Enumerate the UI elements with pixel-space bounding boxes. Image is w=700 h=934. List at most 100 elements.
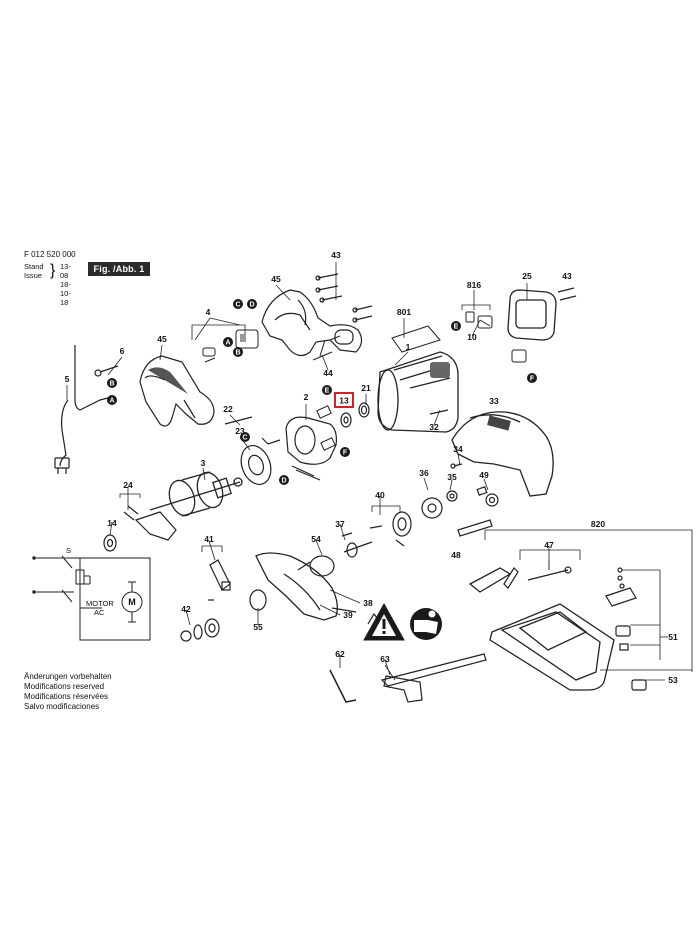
notice-es: Salvo modificaciones bbox=[24, 702, 100, 711]
connector-markers: C D A B E F B A E bbox=[107, 299, 537, 485]
brace-icon: } bbox=[50, 262, 56, 279]
stand-date: 13-08 bbox=[60, 262, 71, 280]
label-41: 41 bbox=[204, 534, 214, 544]
svg-text:E: E bbox=[325, 388, 330, 395]
part-33-blade-guard bbox=[451, 411, 554, 497]
label-53: 53 bbox=[668, 675, 678, 685]
label-40: 40 bbox=[375, 490, 385, 500]
label-47: 47 bbox=[544, 540, 554, 550]
marker-F-816: F bbox=[527, 373, 537, 383]
motor-symbol: M bbox=[128, 597, 136, 607]
marker-D-top: D bbox=[247, 299, 257, 309]
label-48: 48 bbox=[451, 550, 461, 560]
part-2-stator bbox=[261, 416, 337, 481]
revision-block: Stand Issue } 13-08 18-10-18 bbox=[24, 262, 71, 307]
label-51: 51 bbox=[668, 632, 678, 642]
stand-label: Stand bbox=[24, 262, 44, 271]
svg-text:D: D bbox=[249, 302, 254, 309]
part-13-bearing bbox=[340, 412, 352, 428]
svg-text:F: F bbox=[343, 450, 348, 457]
part-816-brush-holder bbox=[465, 311, 527, 363]
marker-E-816: E bbox=[451, 321, 461, 331]
part-43-screws bbox=[315, 273, 373, 323]
svg-text:E: E bbox=[454, 324, 459, 331]
wiring-diagram bbox=[32, 555, 151, 641]
marker-D-stator: D bbox=[279, 475, 289, 485]
marker-C-stator: C bbox=[240, 432, 250, 442]
part-45-handle bbox=[139, 355, 215, 427]
svg-text:B: B bbox=[109, 381, 114, 388]
label-34: 34 bbox=[453, 444, 463, 454]
marker-E-stator: E bbox=[322, 385, 332, 395]
notice-en: Modifications reserved bbox=[24, 682, 105, 691]
part-53-knob bbox=[631, 679, 647, 691]
switch-label: S bbox=[66, 546, 71, 555]
part-40-gear bbox=[369, 511, 412, 547]
part-23-baffle bbox=[240, 445, 272, 485]
part-6-screw bbox=[94, 365, 119, 377]
motor-label-line1: MOTOR bbox=[86, 599, 114, 608]
warning-triangle-icon bbox=[363, 602, 405, 641]
label-14: 14 bbox=[107, 518, 117, 528]
label-24: 24 bbox=[123, 480, 133, 490]
part-14-washer bbox=[103, 534, 117, 552]
part-801-label bbox=[391, 325, 441, 353]
label-10: 10 bbox=[467, 332, 477, 342]
notice-de: Änderungen vorbehalten bbox=[24, 672, 112, 681]
marker-C-top: C bbox=[233, 299, 243, 309]
read-manual-icon bbox=[410, 608, 442, 640]
svg-text:A: A bbox=[225, 340, 230, 347]
label-39: 39 bbox=[343, 610, 353, 620]
part-41-lever bbox=[208, 559, 231, 601]
part-42-fasteners bbox=[180, 618, 220, 642]
part-34-screw bbox=[450, 463, 463, 469]
part-43-screws-right bbox=[557, 287, 577, 301]
part-35-bearing bbox=[446, 490, 458, 502]
part-63-guide bbox=[380, 653, 487, 703]
figure-label: Fig. /Abb. 1 bbox=[88, 262, 150, 276]
label-32: 32 bbox=[429, 422, 439, 432]
revision-dates: 13-08 18-10-18 bbox=[60, 262, 71, 307]
label-801: 801 bbox=[397, 307, 411, 317]
document-code: F 012 520 000 bbox=[24, 250, 76, 259]
issue-date: 18-10-18 bbox=[60, 280, 71, 307]
part-1-motor-housing bbox=[377, 351, 459, 433]
part-37-spindle bbox=[341, 532, 373, 558]
label-4: 4 bbox=[206, 307, 211, 317]
label-62: 62 bbox=[335, 649, 345, 659]
label-35: 35 bbox=[447, 472, 457, 482]
notice-fr: Modifications réservées bbox=[24, 692, 109, 701]
label-13: 13 bbox=[339, 396, 349, 406]
label-5: 5 bbox=[65, 374, 70, 384]
label-54: 54 bbox=[311, 534, 321, 544]
motor-label-line2: AC bbox=[94, 608, 105, 617]
part-21-ring bbox=[358, 402, 370, 418]
marker-A-cable: A bbox=[107, 395, 117, 405]
label-22: 22 bbox=[223, 404, 233, 414]
part-38-39-parts bbox=[331, 607, 381, 625]
marker-B-top: B bbox=[233, 347, 243, 357]
part-45-housing-half bbox=[261, 289, 363, 357]
label-33: 33 bbox=[489, 396, 499, 406]
part-number-labels: 43 45 816 25 43 4 801 6 45 5 2 E 13 21 3… bbox=[65, 250, 678, 685]
part-55-spring bbox=[249, 589, 267, 611]
svg-text:F: F bbox=[530, 376, 535, 383]
highlight-box bbox=[334, 392, 354, 408]
label-42: 42 bbox=[181, 604, 191, 614]
label-1: 1 bbox=[406, 342, 411, 352]
part-820-baseplate bbox=[468, 567, 615, 691]
label-38: 38 bbox=[363, 598, 373, 608]
part-22-screw bbox=[224, 416, 253, 425]
part-49-parts bbox=[476, 486, 499, 507]
part-54-ring bbox=[309, 555, 335, 577]
part-brushes bbox=[316, 405, 336, 451]
leader-lines bbox=[66, 262, 693, 681]
part-4-switch bbox=[202, 329, 259, 363]
part-44-pins bbox=[312, 335, 341, 361]
label-49: 49 bbox=[479, 470, 489, 480]
label-36: 36 bbox=[419, 468, 429, 478]
marker-A-top: A bbox=[223, 337, 233, 347]
label-21: 21 bbox=[361, 383, 371, 393]
svg-text:D: D bbox=[281, 478, 286, 485]
